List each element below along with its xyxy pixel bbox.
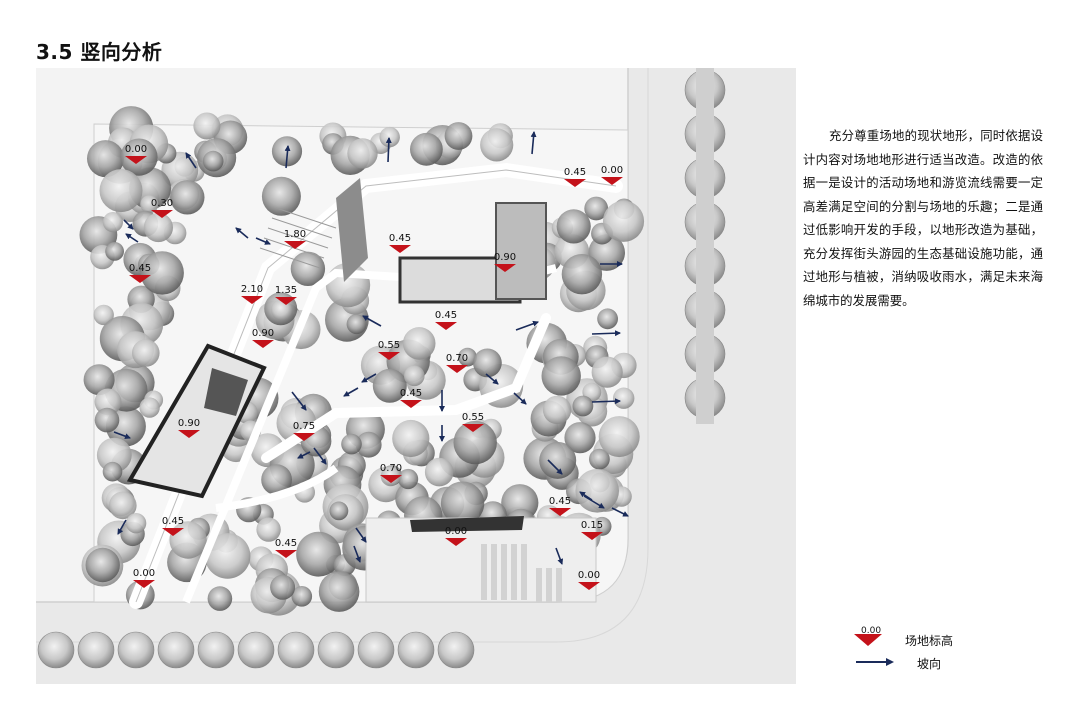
elevation-label: 0.70 xyxy=(379,463,403,474)
elevation-label: 0.45 xyxy=(274,538,298,549)
elevation-label: 0.45 xyxy=(128,263,152,274)
elevation-marker xyxy=(275,550,297,558)
slope-arrow xyxy=(547,459,563,475)
site-plan-drawing xyxy=(36,68,796,684)
slope-arrow xyxy=(313,447,327,465)
elevation-label: 0.75 xyxy=(292,421,316,432)
section-title: 3.5 竖向分析 xyxy=(36,40,163,64)
slope-arrow xyxy=(361,373,377,383)
elevation-marker xyxy=(549,508,571,516)
elevation-marker xyxy=(462,424,484,432)
legend: 0.00 场地标高 坡向 xyxy=(852,624,1042,676)
description: 充分尊重场地的现状地形，同时依据设计内容对场地地形进行适当改造。改造的依据一是设… xyxy=(803,124,1043,312)
legend-graphics xyxy=(854,634,894,666)
slope-arrow xyxy=(513,392,527,405)
description-text: 充分尊重场地的现状地形，同时依据设计内容对场地地形进行适当改造。改造的依据一是设… xyxy=(803,128,1043,308)
slope-arrow xyxy=(185,152,197,169)
slope-arrow xyxy=(125,233,139,243)
slope-arrows xyxy=(113,131,629,565)
slope-arrow xyxy=(235,227,249,239)
elevation-marker xyxy=(601,177,623,185)
elevation-label: 0.90 xyxy=(177,418,201,429)
slope-arrow xyxy=(355,527,367,543)
elevation-label: 0.00 xyxy=(600,165,624,176)
elevation-label: 0.45 xyxy=(388,233,412,244)
elevation-marker xyxy=(578,582,600,590)
elevation-label: 0.45 xyxy=(161,516,185,527)
slope-arrow xyxy=(117,519,127,535)
slope-arrow xyxy=(385,137,392,163)
elevation-marker xyxy=(293,433,315,441)
elevation-marker xyxy=(129,275,151,283)
elevation-marker xyxy=(400,400,422,408)
elevation-marker xyxy=(564,179,586,187)
elevation-marker xyxy=(162,528,184,536)
elevation-label: 0.45 xyxy=(563,167,587,178)
slope-arrow xyxy=(485,373,499,385)
elevation-label: 0.90 xyxy=(251,328,275,339)
slope-arrow xyxy=(583,495,605,509)
elevation-label: 2.10 xyxy=(240,284,264,295)
legend-elevation-label: 场地标高 xyxy=(905,634,954,648)
elevation-marker xyxy=(284,241,306,249)
slope-arrow xyxy=(255,237,271,245)
elevation-marker xyxy=(151,210,173,218)
elevation-marker xyxy=(275,297,297,305)
elevation-label: 0.30 xyxy=(150,198,174,209)
elevation-marker xyxy=(389,245,411,253)
slope-arrow xyxy=(291,391,307,411)
elevation-marker xyxy=(178,430,200,438)
elevation-label: 0.45 xyxy=(548,496,572,507)
slope-arrow xyxy=(343,387,359,397)
elevation-marker xyxy=(445,538,467,546)
elevation-marker xyxy=(494,264,516,272)
elevation-label: 0.90 xyxy=(493,252,517,263)
elevation-label: 1.80 xyxy=(283,229,307,240)
elevation-label: 0.15 xyxy=(580,520,604,531)
slope-arrow xyxy=(515,320,539,331)
legend-marker-value: 0.00 xyxy=(861,626,882,636)
slope-arrow xyxy=(555,547,564,565)
elevation-label: 0.70 xyxy=(445,353,469,364)
elevation-marker xyxy=(378,352,400,360)
elevation-markers xyxy=(125,156,623,590)
legend-elevation-marker xyxy=(854,634,882,646)
elevation-marker xyxy=(435,322,457,330)
slope-arrow xyxy=(297,451,311,459)
elevation-label: 0.00 xyxy=(132,568,156,579)
elevation-label: 0.45 xyxy=(399,388,423,399)
slope-arrow xyxy=(353,545,362,563)
elevation-marker xyxy=(252,340,274,348)
elevation-label: 1.35 xyxy=(274,285,298,296)
slope-arrow xyxy=(123,219,134,230)
slope-arrow xyxy=(591,330,621,337)
slope-arrow xyxy=(591,398,621,405)
elevation-marker xyxy=(125,156,147,164)
site-plan: 0.00 0.30 0.45 1.80 2.10 1.35 0.90 0.45 0.90 0.45… xyxy=(36,68,796,684)
legend-slope-label: 坡向 xyxy=(917,657,942,671)
elevation-marker xyxy=(380,475,402,483)
elevation-label: 0.00 xyxy=(124,144,148,155)
elevation-label: 0.55 xyxy=(377,340,401,351)
elevation-label: 0.00 xyxy=(444,526,468,537)
slope-arrow xyxy=(579,491,593,501)
elevation-label: 0.00 xyxy=(577,570,601,581)
elevation-marker xyxy=(446,365,468,373)
elevation-label: 0.55 xyxy=(461,412,485,423)
elevation-marker xyxy=(133,580,155,588)
slope-arrow xyxy=(113,431,131,440)
slope-arrow xyxy=(530,131,537,155)
elevation-marker xyxy=(581,532,603,540)
elevation-label: 0.45 xyxy=(434,310,458,321)
slope-arrow xyxy=(362,315,382,327)
elevation-marker xyxy=(241,296,263,304)
slope-arrow xyxy=(284,145,291,169)
slope-arrow xyxy=(611,507,629,517)
